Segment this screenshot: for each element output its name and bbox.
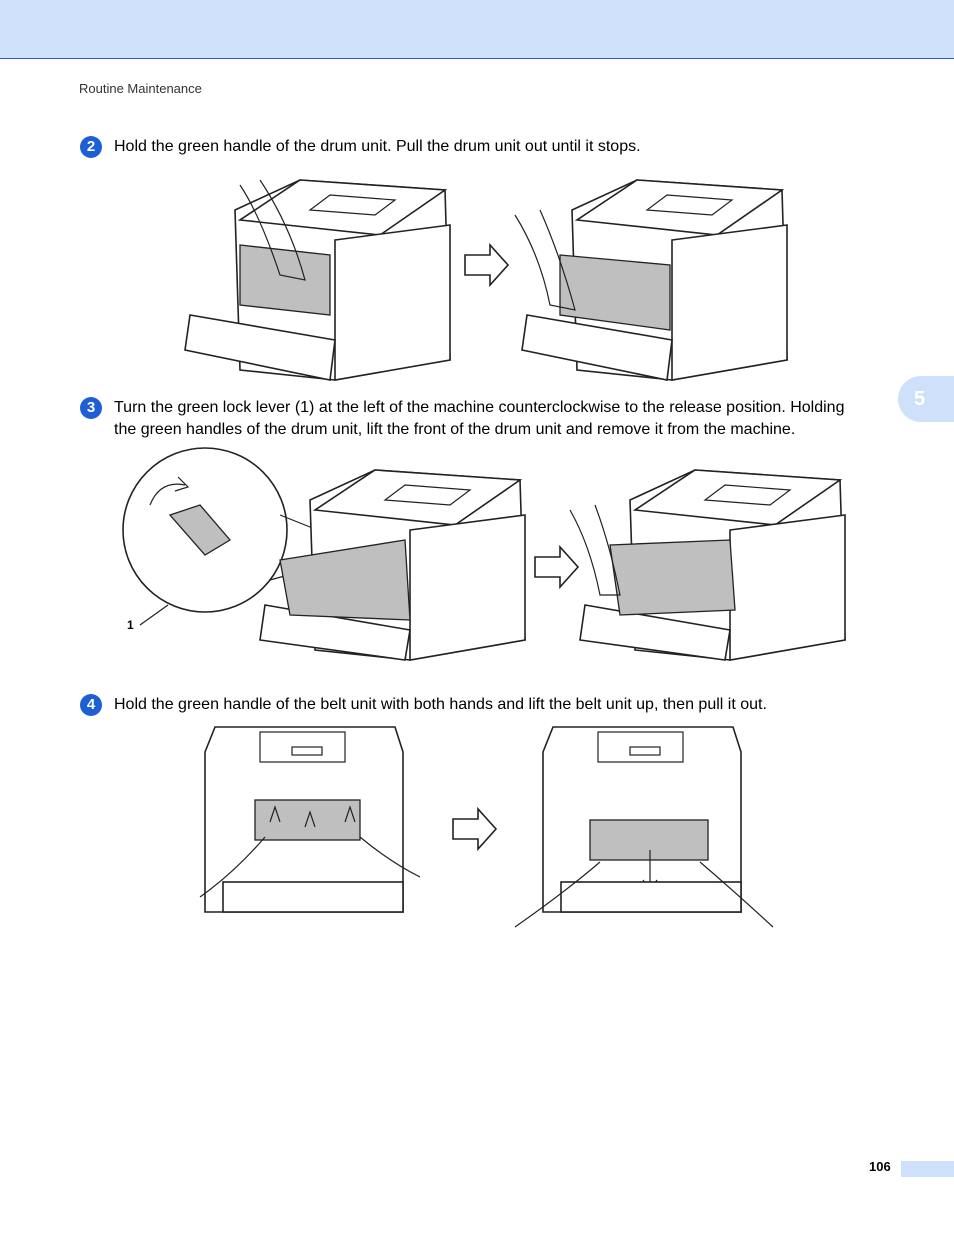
figure-pull-drum-unit (184, 179, 788, 381)
lock-lever-detail-circle (122, 447, 331, 613)
step-3-text-line2: the green handles of the drum unit, lift… (114, 421, 796, 438)
printer-front-view-right (514, 726, 774, 928)
step-3-badge: 3 (80, 397, 102, 419)
next-arrow-icon (464, 242, 510, 288)
next-arrow-icon (534, 544, 580, 590)
step-4-badge: 4 (80, 694, 102, 716)
step-2-badge: 2 (80, 136, 102, 158)
callout-leader (139, 604, 169, 626)
running-head: Routine Maintenance (79, 81, 202, 96)
step-2-text: Hold the green handle of the drum unit. … (114, 138, 641, 155)
figure-remove-drum-unit (122, 447, 846, 661)
header-band (0, 0, 954, 59)
printer-drawing-right-2 (569, 469, 846, 661)
next-arrow-icon (452, 806, 498, 852)
printer-drawing-middle (259, 469, 526, 661)
chapter-tab[interactable]: 5 (898, 376, 954, 422)
page-number: 106 (869, 1159, 891, 1174)
step-3-text-line1: Turn the green lock lever (1) at the lef… (114, 399, 845, 416)
printer-front-view-left (199, 726, 421, 913)
page-number-bar (901, 1161, 954, 1177)
callout-label-1: 1 (127, 618, 134, 632)
step-4-text: Hold the green handle of the belt unit w… (114, 696, 767, 713)
printer-drawing-left (184, 179, 451, 381)
figure-remove-belt-unit (199, 726, 774, 928)
printer-drawing-right (514, 179, 788, 381)
